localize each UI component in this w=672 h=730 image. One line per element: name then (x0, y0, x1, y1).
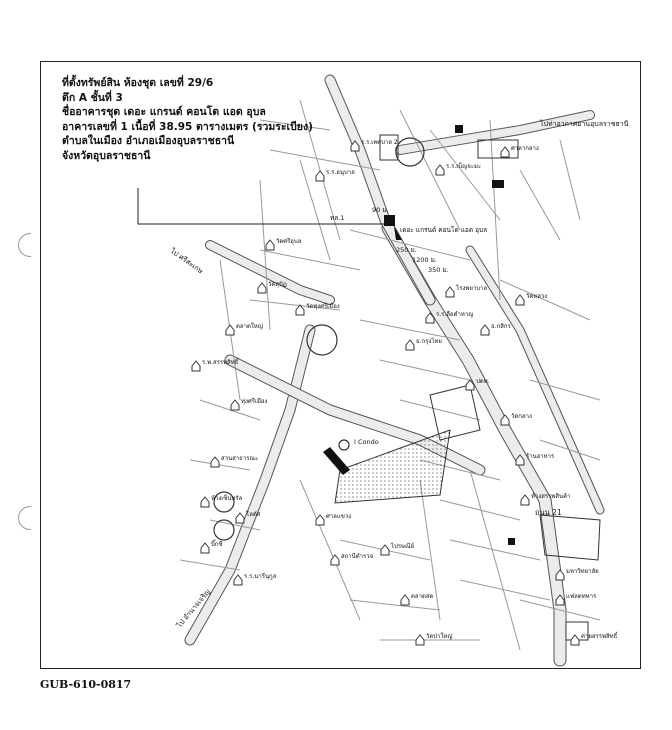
address-block: ที่ตั้งทรัพย์สิน ห้องชุด เลขที่ 29/6 ตึก… (62, 76, 313, 163)
condo-label: I Condo (354, 438, 379, 446)
poi-icon (235, 512, 245, 524)
poi-icon (500, 146, 510, 158)
poi-icon (555, 569, 565, 581)
place-label: ค่ายสรรพสิทธิ์ (581, 631, 619, 640)
address-line-2: ตึก A ชั้นที่ 3 (62, 91, 123, 104)
poi-icon (415, 634, 425, 646)
place-label: ไปรษณีย์ (390, 542, 414, 550)
poi-icon (315, 514, 325, 526)
address-line-6: จังหวัดอุบลราชธานี (62, 149, 151, 162)
document-code: GUB-610-0817 (40, 678, 132, 691)
dist-250: 250 ม. (396, 246, 417, 254)
to-airport-label: ไปท่าอากาศยานอุบลราชธานี (539, 119, 629, 128)
poi-icon (515, 294, 525, 306)
place-label: ปตท. (476, 378, 490, 385)
place-label: บิ๊กซี (211, 539, 223, 548)
poi-icon (465, 379, 475, 391)
dist-1200: 1200 ม. (412, 256, 437, 264)
poi-icon (230, 399, 240, 411)
address-line-5: ตำบลในเมือง อำเภอเมืองอุบลราชธานี (62, 135, 235, 147)
poi-icon (295, 304, 305, 316)
place-label: ร.พ.สรรพสิทธิ์ (202, 357, 240, 366)
poi-icon (520, 494, 530, 506)
address-line-3: ชื่ออาคารชุด เดอะ แกรนด์ คอนโด แอด อุบล (62, 106, 266, 118)
poi-icon (405, 339, 415, 351)
poi-icon (225, 324, 235, 336)
place-label: วัดทุ่งศรีเมือง (306, 302, 340, 310)
place-label: ร.ร.นารีนุกูล (244, 572, 277, 580)
place-label: โลตัส (246, 510, 261, 518)
place-label: วัดสุปัฏ (268, 281, 287, 288)
place-label: ตลาดสด (411, 593, 434, 600)
poi-icon (445, 286, 455, 298)
place-label: ศาลแขวง (326, 513, 351, 520)
poi-icon (200, 542, 210, 554)
place-label: ศาลากลาง (511, 145, 539, 152)
poi-icon (330, 554, 340, 566)
place-label: ทุ่งศรีเมือง (241, 397, 268, 405)
place-label: ตลาดใหญ่ (236, 322, 263, 330)
place-label: ห้างสรรพสินค้า (531, 493, 570, 500)
place-label: สวนสาธารณะ (221, 455, 258, 462)
dist-350: 350 ม. (428, 266, 449, 274)
place-label: แฟลตทหาร (566, 593, 597, 600)
place-label: ร้านอาหาร (526, 453, 555, 460)
site-marker (384, 215, 395, 226)
poi-icon (400, 594, 410, 606)
poi-icon (265, 239, 275, 251)
poi-icon (425, 312, 435, 324)
place-label: วัดหลวง (526, 293, 547, 300)
site-label: เดอะ แกรนด์ คอนโด แอด อุบล (400, 226, 487, 234)
place-label: ร.ร.เบ็ญจะมะ (446, 161, 481, 170)
to-sisaket-label: ไป ศรีสะเกษ (168, 246, 205, 276)
poi-icon (435, 164, 445, 176)
poi-icon (515, 454, 525, 466)
poi-icon (200, 496, 210, 508)
place-label: ร.ร.อนุบาล (326, 169, 355, 176)
poi-icon (500, 414, 510, 426)
poi-icon (233, 574, 243, 586)
poi-icon (210, 456, 220, 468)
gub-code-small: ทล.1 (330, 214, 344, 222)
place-label: มหาวิทยาลัย (566, 568, 599, 575)
sector-21-label: ถนน 21 (535, 508, 562, 517)
place-label: ธ.กรุงไทย (416, 337, 442, 345)
place-label: โรงพยาบาล (456, 284, 487, 292)
place-label: วัดป่าใหญ่ (426, 632, 452, 640)
poi-icon (480, 324, 490, 336)
place-label: ธ.กสิกร (491, 323, 511, 330)
poi-icon (570, 634, 580, 646)
place-label: ร.ร.ลือคำหาญ (436, 310, 473, 318)
poi-icon (350, 140, 360, 152)
place-label: ร.ร.เทศบาล 2 (361, 139, 398, 146)
poi-icon (555, 594, 565, 606)
place-label: วัดศรีอุบล (276, 237, 302, 245)
address-line-1: ที่ตั้งทรัพย์สิน ห้องชุด เลขที่ 29/6 (62, 77, 214, 89)
poi-icon (380, 544, 390, 556)
place-label: สถานีตำรวจ (341, 552, 373, 560)
map-frame (40, 61, 641, 669)
poi-icon (315, 170, 325, 182)
address-line-4: อาคารเลขที่ 1 เนื้อที่ 38.95 ตารางเมตร (… (62, 120, 313, 133)
dist-90: 90 ม. (372, 206, 389, 214)
place-label: ห้างเซ็นทรัล (211, 493, 243, 502)
poi-icon (191, 360, 201, 372)
place-label: วัดกลาง (511, 413, 532, 420)
poi-icon (257, 282, 267, 294)
